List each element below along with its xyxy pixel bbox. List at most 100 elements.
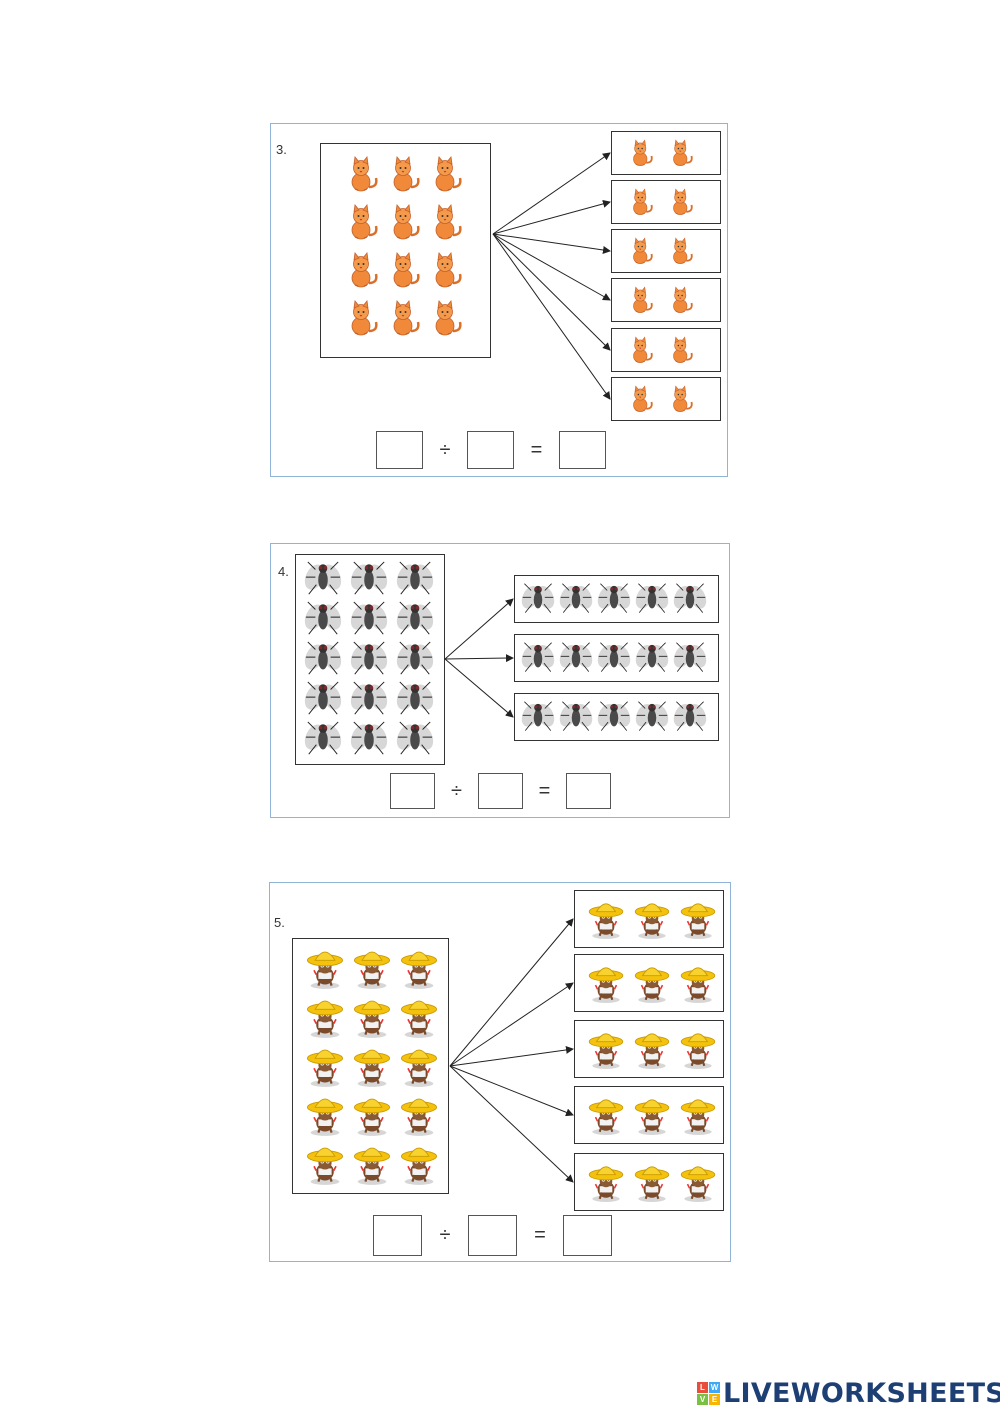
cat-icon <box>626 335 656 365</box>
mouse-grid <box>301 943 442 1188</box>
group-box <box>574 890 724 948</box>
cat-icon <box>666 236 696 266</box>
quotient-answer-box[interactable] <box>563 1215 612 1256</box>
fly-icon <box>392 639 438 679</box>
fly-icon <box>635 582 669 616</box>
mouse-icon <box>631 1161 673 1203</box>
cat-icon <box>626 285 656 315</box>
divide-sign: ÷ <box>439 1224 451 1246</box>
group-box <box>514 575 719 623</box>
mouse-icon <box>395 1090 442 1139</box>
group-row <box>626 181 696 223</box>
group-row <box>626 132 696 174</box>
mouse-icon <box>677 962 719 1004</box>
cat-icon <box>383 198 425 246</box>
group-box <box>574 954 724 1012</box>
mouse-icon <box>301 1139 348 1188</box>
cat-icon <box>666 285 696 315</box>
cat-icon <box>666 335 696 365</box>
cat-icon <box>425 198 467 246</box>
group-box <box>611 229 721 273</box>
liveworksheets-logo: L W V E LIVEWORKSHEETS <box>697 1378 1000 1409</box>
cat-icon <box>341 150 383 198</box>
cat-icon <box>666 187 696 217</box>
group-box <box>574 1020 724 1078</box>
cat-icon <box>626 236 656 266</box>
cat-icon <box>383 246 425 294</box>
fly-icon <box>392 719 438 759</box>
equals-sign: = <box>530 438 543 461</box>
fly-icon <box>300 559 346 599</box>
fly-grid <box>300 559 438 759</box>
fly-icon <box>300 639 346 679</box>
cat-icon <box>341 294 383 342</box>
fly-icon <box>521 582 555 616</box>
fly-icon <box>673 641 707 675</box>
fly-icon <box>635 700 669 734</box>
equals-sign: = <box>538 779 551 802</box>
mouse-icon <box>301 943 348 992</box>
fly-icon <box>300 599 346 639</box>
quotient-answer-box[interactable] <box>559 431 606 469</box>
group-box <box>611 180 721 224</box>
mouse-icon <box>301 1090 348 1139</box>
mouse-icon <box>677 898 719 940</box>
fly-icon <box>597 641 631 675</box>
mouse-icon <box>301 1041 348 1090</box>
fly-icon <box>392 559 438 599</box>
fly-icon <box>559 700 593 734</box>
cat-icon <box>626 187 656 217</box>
group-row <box>585 891 719 947</box>
source-group-box <box>295 554 445 765</box>
group-box <box>611 278 721 322</box>
group-box <box>514 634 719 682</box>
mouse-icon <box>585 1028 627 1070</box>
cat-icon <box>626 138 656 168</box>
fly-icon <box>346 559 392 599</box>
cat-icon <box>666 138 696 168</box>
cat-icon <box>341 198 383 246</box>
fly-icon <box>673 700 707 734</box>
fly-icon <box>346 719 392 759</box>
mouse-icon <box>585 1161 627 1203</box>
equals-sign: = <box>534 1224 546 1246</box>
fly-icon <box>597 582 631 616</box>
mouse-icon <box>585 1094 627 1136</box>
fly-icon <box>521 700 555 734</box>
group-row <box>585 1021 719 1077</box>
fly-icon <box>346 679 392 719</box>
equation: ÷ = <box>376 431 606 469</box>
fly-icon <box>559 641 593 675</box>
cat-icon <box>626 384 656 414</box>
group-row <box>521 576 707 622</box>
mouse-icon <box>677 1094 719 1136</box>
equation: ÷ = <box>390 773 611 809</box>
group-box <box>611 131 721 175</box>
quotient-answer-box[interactable] <box>566 773 611 809</box>
dividend-answer-box[interactable] <box>390 773 435 809</box>
group-box <box>514 693 719 741</box>
source-group-box <box>292 938 449 1194</box>
divisor-answer-box[interactable] <box>467 431 514 469</box>
fly-icon <box>392 679 438 719</box>
divide-sign: ÷ <box>451 779 462 802</box>
group-row <box>626 329 696 371</box>
divisor-answer-box[interactable] <box>468 1215 517 1256</box>
mouse-icon <box>395 992 442 1041</box>
dividend-answer-box[interactable] <box>376 431 423 469</box>
exercise-number: 3. <box>276 142 287 157</box>
mouse-icon <box>348 992 395 1041</box>
source-group-box <box>320 143 491 358</box>
fly-icon <box>392 599 438 639</box>
divide-sign: ÷ <box>439 438 451 461</box>
fly-icon <box>346 599 392 639</box>
fly-icon <box>559 582 593 616</box>
fly-icon <box>673 582 707 616</box>
fly-icon <box>635 641 669 675</box>
mouse-icon <box>631 1094 673 1136</box>
mouse-icon <box>348 1090 395 1139</box>
dividend-answer-box[interactable] <box>373 1215 422 1256</box>
divisor-answer-box[interactable] <box>478 773 523 809</box>
group-box <box>574 1153 724 1211</box>
mouse-icon <box>395 1041 442 1090</box>
